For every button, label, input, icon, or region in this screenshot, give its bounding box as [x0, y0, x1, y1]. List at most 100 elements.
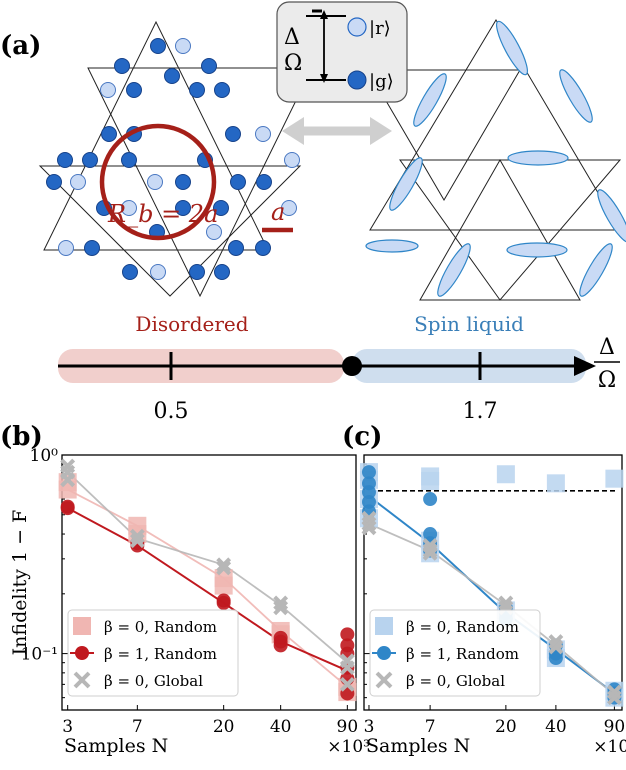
- dimer-ellipse: [496, 20, 528, 76]
- x-marker: [606, 690, 622, 706]
- atom: [230, 174, 246, 190]
- axis-ratio-denominator: Ω: [598, 368, 616, 393]
- x-tick-label: 3: [62, 717, 73, 737]
- x-tick-label: 7: [132, 717, 143, 737]
- legend-label: β = 0, Global: [406, 672, 505, 690]
- atom: [201, 58, 217, 74]
- blockade-radius-label: R_b = 2a: [107, 200, 218, 228]
- x-marker: [548, 639, 564, 655]
- atom: [70, 174, 86, 190]
- x-multiplier-label: ×10³: [593, 737, 626, 757]
- panel-label-a: (a): [0, 31, 41, 61]
- x-tick-label: 20: [495, 717, 517, 737]
- legend-marker: [73, 671, 91, 689]
- lattice-edge: [87, 67, 313, 298]
- atom: [84, 240, 100, 256]
- x-marker: [361, 516, 377, 532]
- square-marker: [421, 471, 440, 490]
- atom: [228, 240, 244, 256]
- y-tick-label: 10⁻¹: [21, 645, 58, 665]
- legend-marker: [375, 671, 393, 689]
- atom: [121, 152, 137, 168]
- x-tick-label: 7: [425, 717, 436, 737]
- atom: [284, 152, 300, 168]
- lattice-spacing-label: a: [271, 198, 285, 226]
- square-marker: [546, 474, 565, 493]
- x-tick-label: 3: [364, 717, 375, 737]
- x-marker: [129, 528, 145, 544]
- x-marker: [422, 545, 438, 561]
- detuning-symbol: Δ: [284, 25, 300, 50]
- phase-axis-arrow: [574, 356, 596, 376]
- atom: [214, 82, 230, 98]
- drive-arrow-up-head: [320, 10, 328, 19]
- legend-marker: [73, 617, 91, 635]
- atom: [46, 174, 62, 190]
- dimer-ellipse: [506, 242, 568, 258]
- x-marker: [273, 595, 289, 611]
- atom: [57, 152, 73, 168]
- atom: [225, 126, 241, 142]
- legend-marker: [377, 646, 391, 660]
- square-marker: [214, 576, 233, 595]
- y-axis-label: Infidelity 1 − F: [9, 510, 31, 656]
- atom: [82, 152, 98, 168]
- atom: [126, 82, 142, 98]
- circle-marker: [340, 638, 355, 653]
- square-marker: [496, 465, 515, 484]
- x-tick-label: 40: [545, 717, 567, 737]
- circle-marker: [216, 593, 231, 608]
- x-tick-label: 90: [604, 717, 626, 737]
- panel-label-c: (c): [342, 422, 382, 452]
- x-tick-label: 90: [337, 717, 359, 737]
- level-scheme: Δ Ω |r⟩ |g⟩: [276, 1, 408, 103]
- y-tick-label: 10⁰: [30, 446, 59, 466]
- x-marker: [361, 520, 377, 536]
- atom: [189, 82, 205, 98]
- x-tick-label: 40: [270, 717, 292, 737]
- atom: [122, 264, 138, 280]
- phase-tick-label-0: 0.5: [154, 399, 189, 424]
- atom: [175, 174, 191, 190]
- panel-label-b: (b): [0, 422, 43, 452]
- rydberg-state-label: |r⟩: [369, 18, 391, 39]
- x-marker: [60, 472, 76, 488]
- x-marker: [129, 533, 145, 549]
- phase-label-disordered: Disordered: [135, 312, 248, 336]
- atom: [114, 58, 130, 74]
- atom: [101, 126, 117, 142]
- kagome-lattice-spin-liquid: [365, 19, 626, 301]
- ground-state-icon: [347, 70, 367, 90]
- x-axis-label: Samples N: [64, 735, 168, 757]
- drive-arrow-down-head: [320, 74, 328, 83]
- x-multiplier-label: ×10³: [327, 737, 370, 757]
- circle-marker: [60, 499, 75, 514]
- axis-ratio-numerator: Δ: [599, 335, 615, 360]
- circle-marker: [548, 651, 563, 666]
- atom: [255, 126, 271, 142]
- legend-label: β = 0, Random: [406, 618, 519, 636]
- lattice-edge: [38, 165, 302, 297]
- legend-marker: [75, 646, 89, 660]
- x-marker: [339, 660, 355, 676]
- dimer-ellipse: [507, 150, 569, 166]
- atom: [147, 174, 163, 190]
- kagome-lattice-atoms: [38, 20, 313, 298]
- ground-state-label: |g⟩: [369, 71, 394, 92]
- legend-label: β = 1, Random: [406, 645, 519, 663]
- dimer-ellipse: [437, 243, 471, 297]
- atom: [206, 224, 222, 240]
- legend-label: β = 0, Random: [104, 618, 217, 636]
- atom: [175, 38, 191, 54]
- square-marker: [605, 469, 624, 488]
- legend-marker: [375, 617, 393, 635]
- x-axis-label: Samples N: [366, 735, 470, 757]
- x-marker: [216, 557, 232, 573]
- x-marker: [273, 600, 289, 616]
- atom: [255, 240, 271, 256]
- phase-tick-label-1: 1.7: [463, 399, 498, 424]
- atom: [164, 68, 180, 84]
